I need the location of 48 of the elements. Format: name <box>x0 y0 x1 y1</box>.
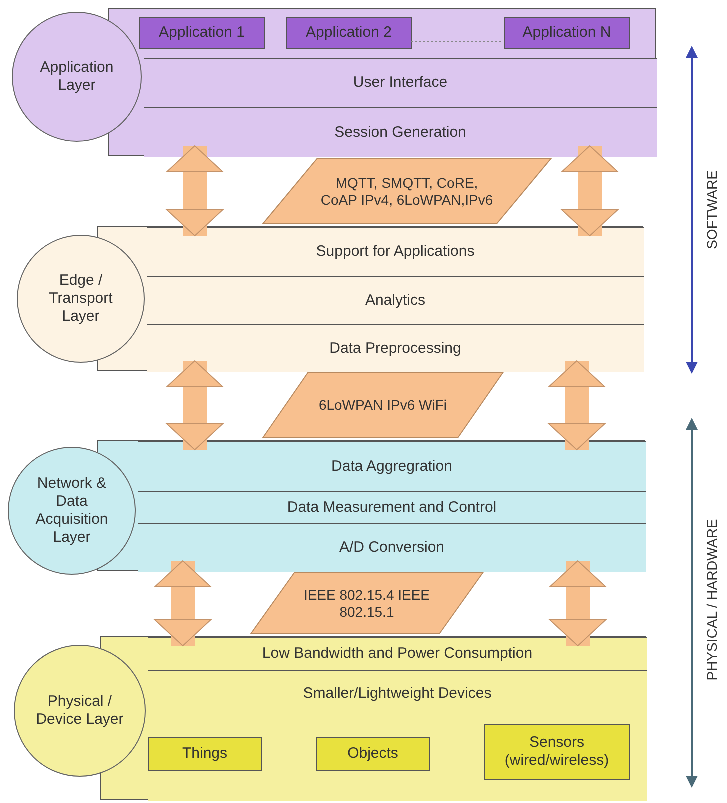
band-label: Data Measurement and Control <box>287 498 497 516</box>
band-label: Data Preprocessing <box>330 340 462 358</box>
side-label: SOFTWARE <box>704 170 720 250</box>
double-arrow <box>562 146 618 236</box>
component-box <box>504 17 630 49</box>
component-label: Application 1 <box>158 24 246 42</box>
layer-band <box>148 637 647 670</box>
component-box <box>148 737 262 771</box>
layer-band <box>144 107 657 157</box>
double-arrow <box>166 146 224 236</box>
layer-band <box>147 276 644 324</box>
double-arrow <box>166 360 224 450</box>
component-label: Application 2 <box>305 24 393 42</box>
layer-band <box>138 491 646 523</box>
layer-name: Edge / Transport Layer <box>48 272 114 326</box>
layer-name: Physical / Device Layer <box>35 693 125 729</box>
layer-band <box>147 324 644 372</box>
protocol-label: MQTT, SMQTT, CoRE, CoAP IPv4, 6LoWPAN,IPv6 <box>320 174 494 208</box>
component-box <box>139 17 265 49</box>
component-label: Objects <box>346 745 400 763</box>
layer-band <box>138 523 646 572</box>
side-label: PHYSICAL / HARDWARE <box>704 519 720 681</box>
band-label: User Interface <box>353 74 448 92</box>
double-arrow <box>550 560 606 646</box>
band-label: A/D Conversion <box>339 539 445 557</box>
component-box <box>484 724 630 780</box>
layer-band <box>148 670 647 801</box>
layer-band <box>147 227 644 276</box>
double-arrow <box>154 560 212 646</box>
layer-name: Application Layer <box>39 59 115 95</box>
component-label: Application N <box>522 24 612 42</box>
layer-band <box>144 58 657 107</box>
layer-band <box>138 441 646 491</box>
protocol-label: 6LoWPAN IPv6 WiFi <box>318 397 448 414</box>
component-label: Sensors (wired/wireless) <box>504 734 610 770</box>
band-label: Smaller/Lightweight Devices <box>302 685 493 703</box>
component-label: Things <box>181 745 229 763</box>
band-label: Support for Applications <box>316 243 475 261</box>
band-label: Data Aggregration <box>332 458 452 476</box>
component-box <box>316 737 430 771</box>
double-arrow <box>548 360 606 450</box>
band-label: Analytics <box>365 292 426 310</box>
component-box <box>286 17 412 49</box>
protocol-label: IEEE 802.15.4 IEEE 802.15.1 <box>302 586 432 620</box>
band-label: Low Bandwidth and Power Consumption <box>262 645 533 663</box>
band-label: Session Generation <box>334 124 466 142</box>
dotted-connector <box>411 41 503 42</box>
layer-name: Network & Data Acquisition Layer <box>34 475 110 547</box>
